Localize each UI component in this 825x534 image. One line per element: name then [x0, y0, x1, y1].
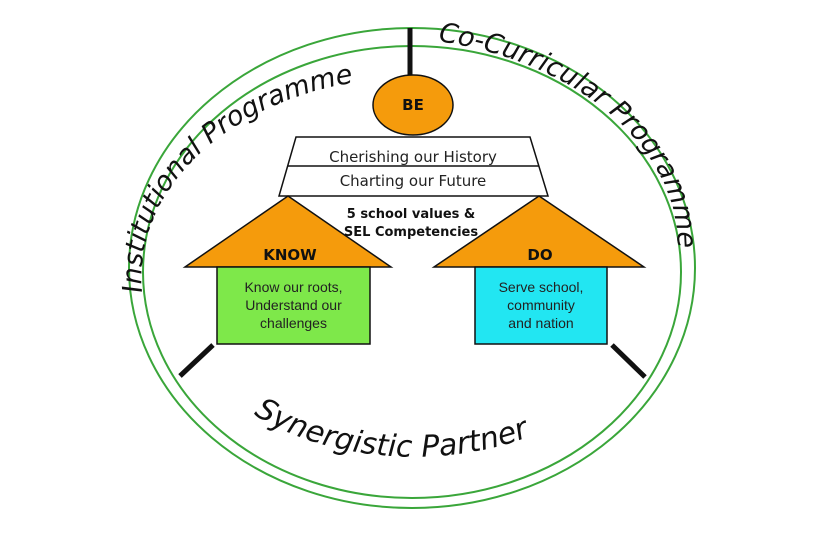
values-line-1: 5 school values &	[347, 207, 476, 222]
know-line-1: Know our roots,	[244, 279, 343, 295]
banner-line-2: Charting our Future	[340, 172, 487, 190]
do-description: Serve school, community and nation	[475, 278, 607, 332]
do-label: DO	[527, 246, 552, 264]
do-line-2: community	[507, 297, 575, 313]
do-box	[474, 266, 608, 345]
do-line-3: and nation	[508, 315, 574, 331]
arc-label-cocurricular: Co-Curricular Programme	[437, 17, 702, 248]
values-line-2: SEL Competencies	[344, 225, 478, 240]
know-label: KNOW	[263, 246, 317, 264]
banner-line-1: Cherishing our History	[329, 148, 497, 166]
know-description: Know our roots, Understand our challenge…	[217, 278, 370, 332]
know-line-2: Understand our	[245, 297, 342, 313]
right-spoke	[610, 343, 647, 379]
left-spoke	[178, 343, 215, 378]
know-line-3: challenges	[260, 315, 327, 331]
be-label: BE	[402, 96, 424, 114]
do-line-1: Serve school,	[498, 279, 584, 295]
know-box	[216, 266, 371, 345]
be-circle	[372, 74, 454, 136]
arc-label-synergistic: Synergistic Partner	[249, 391, 534, 465]
